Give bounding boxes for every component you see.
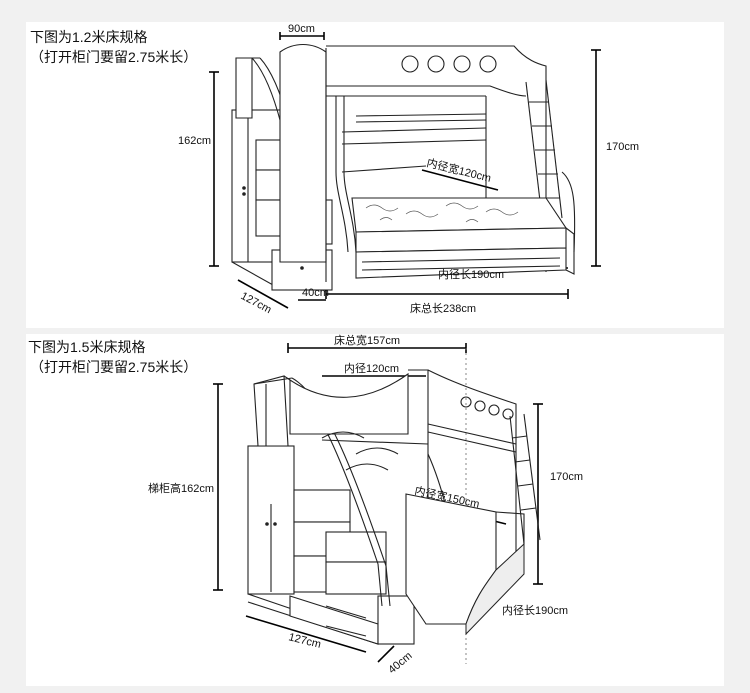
panel1-note: （打开柜门要留2.75米长） [30, 49, 198, 65]
dim2-inner-length: 内径长190cm [502, 603, 568, 617]
dim1-step-width: 40cm [302, 287, 329, 299]
lower-bed-2 [405, 493, 525, 636]
stair-cabinet-2 [247, 445, 415, 645]
dim2-step-width: 40cm [386, 650, 414, 676]
panel2-note: （打开柜门要留2.75米长） [30, 359, 198, 375]
spec-panel-1-5m: 下图为1.5米床规格 （打开柜门要留2.75米长） [26, 333, 724, 686]
dim1-inner-length: 内径长190cm [438, 267, 504, 281]
lower-bed-1 [351, 197, 575, 279]
ladder-2 [509, 413, 541, 545]
dim2-stair-height: 梯柜高162cm [148, 481, 214, 495]
dim2-inner-width-top: 内径120cm [344, 361, 399, 375]
spec-panel-1-2m: 下图为1.2米床规格 （打开柜门要留2.75米长） [26, 22, 724, 328]
dim1-stair-height: 162cm [178, 135, 211, 147]
bed-frame-1 [279, 43, 547, 282]
bunk-bed-drawing-1: 90cm 162cm 170cm 内径宽120cm 内径长190cm 127cm… [178, 23, 639, 316]
dim1-depth: 127cm [239, 290, 274, 316]
dim1-top-width: 90cm [288, 23, 315, 35]
panel2-title: 下图为1.5米床规格 [28, 339, 146, 355]
dim2-bed-height: 170cm [550, 471, 583, 483]
dimension-lines-2 [213, 343, 543, 664]
dim2-depth: 127cm [287, 631, 322, 651]
bunk-bed-drawing-2: 床总宽157cm 内径120cm 梯柜高162cm 170cm 内径宽150cm… [148, 333, 583, 676]
panel1-title: 下图为1.2米床规格 [30, 29, 148, 45]
dim1-total-length: 床总长238cm [410, 301, 476, 315]
ladder-1 [525, 79, 576, 253]
dim2-total-width: 床总宽157cm [334, 333, 400, 347]
dim1-bed-height: 170cm [606, 141, 639, 153]
